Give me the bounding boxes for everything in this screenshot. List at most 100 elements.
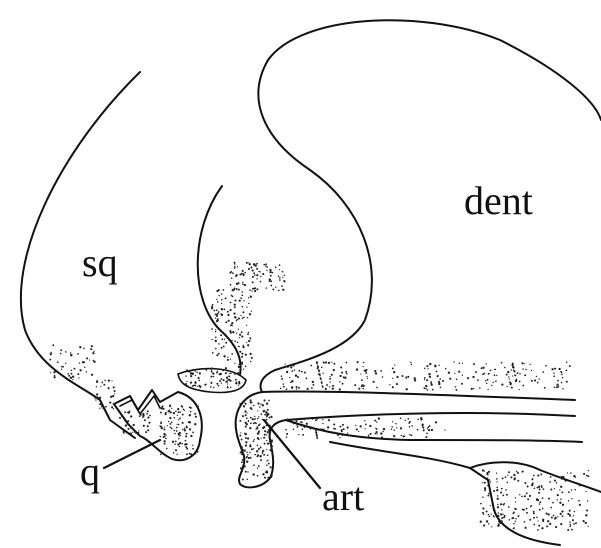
stipple-dot: [539, 379, 540, 380]
stipple-dot: [498, 512, 499, 513]
stipple-dot: [216, 383, 218, 385]
stipple-dot: [252, 276, 254, 278]
stipple-dot: [250, 267, 252, 269]
stipple-dot: [182, 429, 183, 430]
stipple-dot: [496, 473, 497, 474]
stipple-dot: [503, 516, 505, 518]
stipple-dot: [241, 439, 243, 441]
stipple-dot: [555, 526, 557, 528]
stipple-dot: [486, 383, 488, 385]
stipple-dot: [513, 512, 514, 513]
stipple-dot: [403, 435, 405, 437]
stipple-dot: [554, 488, 555, 489]
stipple-dot: [223, 289, 225, 291]
stipple-dot: [548, 498, 550, 500]
stipple-dot: [295, 375, 296, 376]
articular-upper-rod: [262, 391, 575, 400]
stipple-dot: [218, 311, 220, 313]
stipple-dot: [266, 434, 267, 435]
stipple-dot: [188, 370, 190, 372]
stipple-dot: [236, 288, 238, 290]
stipple-dot: [223, 379, 225, 381]
stipple-dot: [70, 352, 71, 353]
stipple-dot: [79, 346, 81, 348]
stipple-dot: [246, 307, 247, 308]
stipple-dot: [491, 526, 492, 527]
stipple-dot: [269, 271, 271, 273]
stipple-dot: [561, 372, 563, 374]
stipple-dot: [139, 415, 141, 417]
stipple-dot: [241, 361, 243, 363]
stipple-dot: [302, 422, 303, 423]
stipple-dot: [554, 368, 555, 369]
stipple-dot: [245, 444, 247, 446]
stipple-dot: [369, 425, 371, 427]
stipple-dot: [549, 473, 550, 474]
stipple-dot: [328, 419, 329, 420]
stipple-dot: [298, 370, 300, 372]
stipple-dot: [230, 373, 231, 374]
stipple-dot: [269, 278, 271, 280]
stipple-dot: [482, 469, 484, 471]
stipple-dot: [487, 478, 488, 479]
stipple-dot: [197, 451, 199, 453]
stipple-dot: [588, 470, 589, 471]
stipple-dot: [414, 377, 416, 379]
stipple-dot: [267, 477, 269, 479]
stipple-dot: [177, 408, 179, 410]
stipple-dot: [322, 385, 324, 387]
stipple-dot: [189, 414, 191, 416]
stipple-dot: [216, 354, 218, 356]
stipple-dot: [545, 365, 547, 367]
stipple-dot: [319, 375, 321, 377]
stipple-dot: [511, 387, 513, 389]
stipple-dot: [495, 380, 497, 382]
stipple-dot: [148, 422, 150, 424]
stipple-dot: [484, 487, 486, 489]
stipple-dot: [425, 385, 427, 387]
stipple-dot: [256, 450, 258, 452]
stipple-dot: [195, 381, 197, 383]
stipple-dot: [271, 439, 273, 441]
stipple-dot: [89, 359, 90, 360]
stipple-dot: [424, 367, 426, 369]
stipple-dot: [492, 382, 494, 384]
label-squamosal: sq: [82, 240, 118, 285]
stipple-dot: [365, 428, 366, 429]
stipple-dot: [561, 510, 563, 512]
stipple-dot: [235, 379, 237, 381]
stipple-dot: [215, 348, 217, 350]
stipple-dot: [514, 477, 516, 479]
stipple-dot: [312, 381, 314, 383]
stipple-dot: [266, 460, 267, 461]
stipple-dot: [125, 424, 127, 426]
squamosal-bone: [21, 72, 286, 438]
stipple-dot: [477, 379, 479, 381]
stipple-dot: [211, 370, 212, 371]
stipple-dot: [304, 372, 306, 374]
stipple-dot: [90, 348, 92, 350]
stipple-dot: [249, 289, 251, 291]
stipple-dot: [573, 475, 575, 477]
stipple-dot: [489, 516, 491, 518]
stipple-dot: [567, 529, 569, 531]
stipple-dot: [242, 346, 244, 348]
stipple-dot: [360, 373, 361, 374]
stipple-dot: [238, 346, 239, 347]
stipple-dot: [212, 304, 214, 306]
stipple-dot: [496, 489, 498, 491]
stipple-dot: [562, 515, 564, 517]
stipple-dot: [190, 411, 192, 413]
stipple-dot: [194, 413, 196, 415]
stipple-dot: [561, 491, 563, 493]
stipple-dot: [487, 485, 489, 487]
stipple-dot: [344, 377, 346, 379]
stipple-dot: [268, 463, 270, 465]
stipple-dot: [402, 375, 404, 377]
stipple-dot: [396, 427, 397, 428]
stipple-dot: [286, 436, 288, 438]
stipple-dot: [230, 302, 232, 304]
stipple-dot: [292, 364, 294, 366]
stipple-dot: [246, 342, 247, 343]
stipple-dot: [534, 379, 536, 381]
